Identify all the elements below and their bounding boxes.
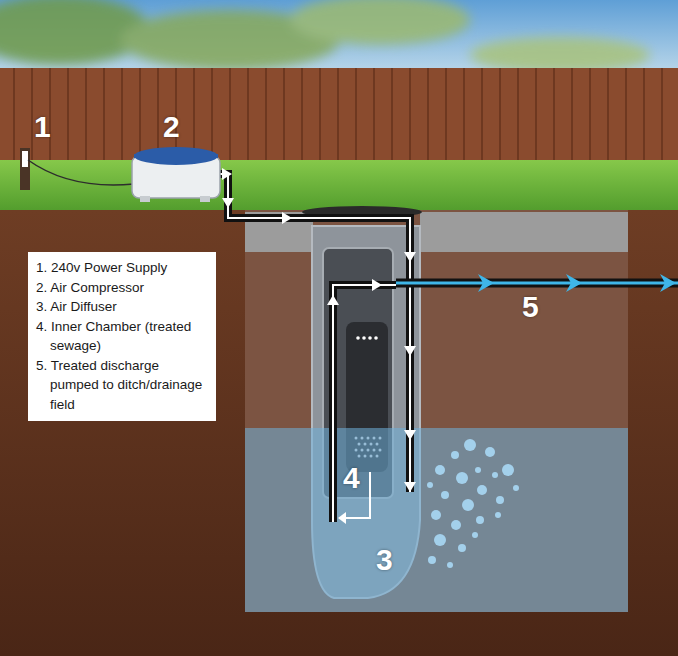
discharge-pipe xyxy=(333,283,678,522)
power-socket xyxy=(22,151,28,167)
air-arrows xyxy=(222,168,416,492)
legend-item: 2. Air Compressor xyxy=(36,278,208,298)
legend-item: 1. 240v Power Supply xyxy=(36,258,208,278)
callout-number: 2 xyxy=(163,112,180,142)
legend-item: 4. Inner Chamber (treated sewage) xyxy=(36,317,208,356)
concrete-slab xyxy=(420,212,628,252)
callout-number: 3 xyxy=(376,545,393,575)
fence-planks xyxy=(14,68,662,172)
power-post xyxy=(20,148,30,190)
legend-item: 5. Treated discharge pumped to ditch/dra… xyxy=(36,356,208,415)
capsule-dots xyxy=(356,336,378,340)
air-bubbles xyxy=(427,439,519,568)
discharge-arrows xyxy=(327,279,382,524)
excavation xyxy=(245,210,628,612)
power-cable xyxy=(28,160,134,185)
callout-number: 5 xyxy=(522,292,539,322)
callout-number: 1 xyxy=(34,112,51,142)
flow-chevrons xyxy=(478,274,676,292)
air-compressor xyxy=(132,147,220,202)
air-pipe xyxy=(218,174,410,492)
legend-item: 3. Air Diffuser xyxy=(36,297,208,317)
callout-number: 4 xyxy=(343,463,360,493)
water xyxy=(245,428,628,612)
legend-box: 1. 240v Power Supply2. Air Compressor3. … xyxy=(28,252,216,421)
